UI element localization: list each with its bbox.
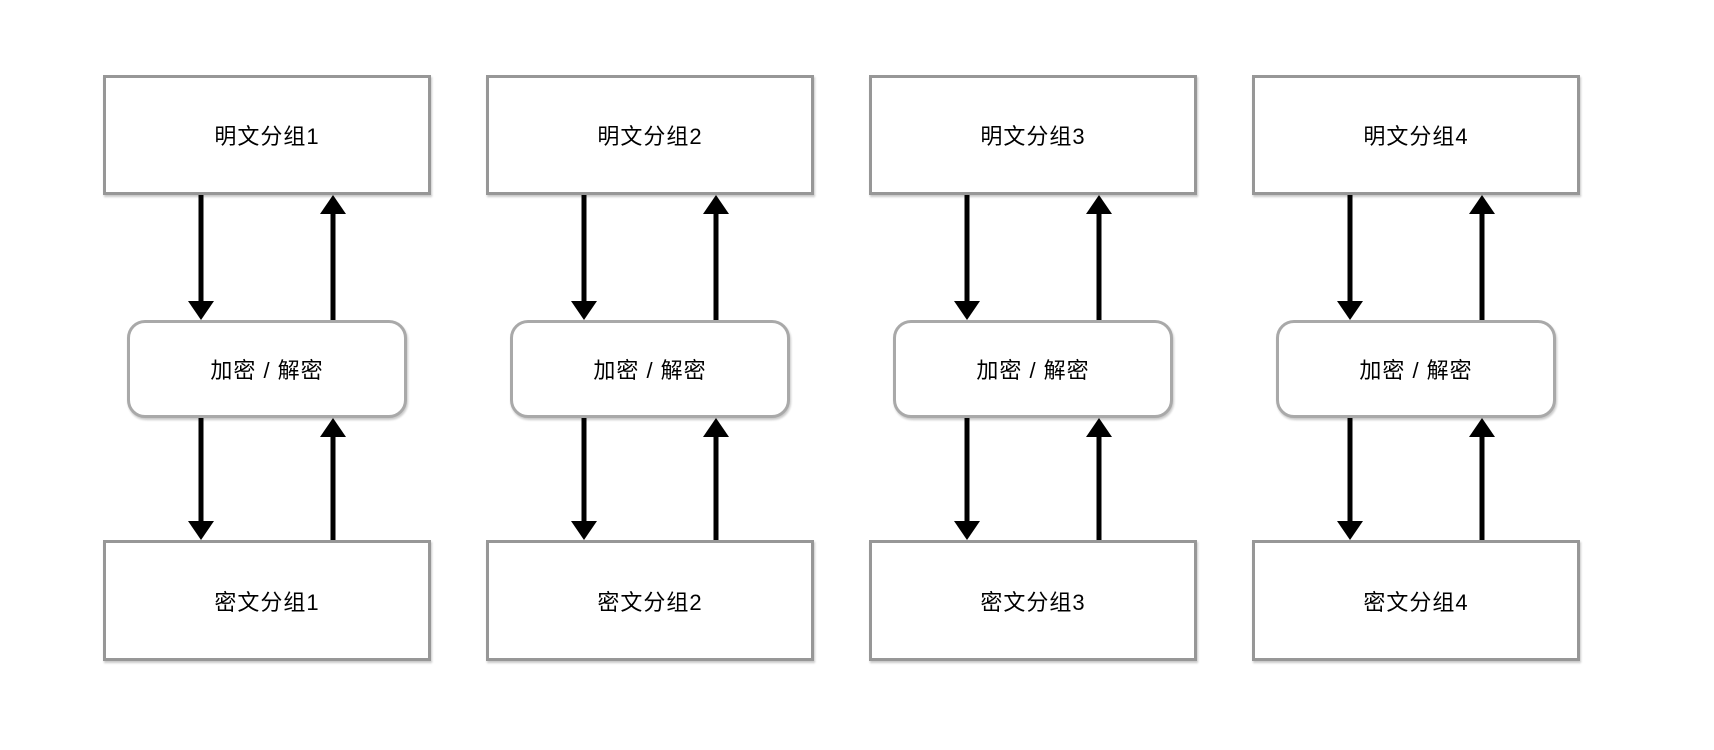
encrypt-decrypt-box: 加密 / 解密 <box>510 320 790 418</box>
arrow-pair-process-ciphertext <box>103 418 431 540</box>
arrow-shaft <box>330 210 336 320</box>
arrow-shaft <box>1347 418 1353 525</box>
up-arrow-icon <box>1085 195 1112 320</box>
arrow-shaft <box>581 195 587 305</box>
arrow-head <box>954 301 981 320</box>
up-arrow-icon <box>1468 195 1495 320</box>
arrow-shaft <box>964 195 970 305</box>
arrow-head <box>571 301 598 320</box>
plaintext-block-label: 明文分组3 <box>980 124 1086 149</box>
down-arrow-icon <box>188 195 215 320</box>
arrow-shaft <box>713 433 719 540</box>
up-arrow-icon <box>702 418 729 540</box>
ciphertext-block-label: 密文分组4 <box>1363 589 1469 615</box>
arrow-head <box>1337 301 1364 320</box>
ciphertext-block-box: 密文分组1 <box>103 540 431 661</box>
block-column-1: 明文分组1 加密 / 解密 密文分组1 <box>103 75 431 750</box>
down-arrow-icon <box>188 418 215 540</box>
arrow-shaft <box>1096 210 1102 320</box>
arrow-shaft <box>1479 433 1485 540</box>
down-arrow-icon <box>571 195 598 320</box>
arrow-head <box>1085 418 1112 437</box>
arrow-pair-process-ciphertext <box>486 418 814 540</box>
arrow-shaft <box>198 195 204 305</box>
arrow-pair-process-ciphertext <box>1252 418 1580 540</box>
arrow-shaft <box>1479 210 1485 320</box>
arrow-head <box>702 418 729 437</box>
down-arrow-icon <box>571 418 598 540</box>
up-arrow-icon <box>1468 418 1495 540</box>
arrow-pair-process-ciphertext <box>869 418 1197 540</box>
block-column-3: 明文分组3 加密 / 解密 密文分组3 <box>869 75 1197 750</box>
ciphertext-block-box: 密文分组3 <box>869 540 1197 661</box>
block-column-2: 明文分组2 加密 / 解密 密文分组2 <box>486 75 814 750</box>
arrow-head <box>188 521 215 540</box>
down-arrow-icon <box>954 195 981 320</box>
arrow-shaft <box>964 418 970 525</box>
ciphertext-block-label: 密文分组1 <box>214 589 320 615</box>
encrypt-decrypt-label: 加密 / 解密 <box>593 358 707 383</box>
arrow-shaft <box>713 210 719 320</box>
plaintext-block-box: 明文分组2 <box>486 75 814 195</box>
arrow-head <box>319 418 346 437</box>
plaintext-block-box: 明文分组4 <box>1252 75 1580 195</box>
down-arrow-icon <box>1337 418 1364 540</box>
arrow-shaft <box>330 433 336 540</box>
arrow-shaft <box>198 418 204 525</box>
up-arrow-icon <box>1085 418 1112 540</box>
arrow-head <box>571 521 598 540</box>
arrow-pair-plaintext-process <box>486 195 814 320</box>
arrow-head <box>188 301 215 320</box>
arrow-shaft <box>1347 195 1353 305</box>
encrypt-decrypt-box: 加密 / 解密 <box>893 320 1173 418</box>
encrypt-decrypt-label: 加密 / 解密 <box>210 358 324 383</box>
ciphertext-block-box: 密文分组2 <box>486 540 814 661</box>
arrow-head <box>319 195 346 214</box>
plaintext-block-label: 明文分组4 <box>1363 124 1469 149</box>
ciphertext-block-box: 密文分组4 <box>1252 540 1580 661</box>
encrypt-decrypt-label: 加密 / 解密 <box>1359 358 1473 383</box>
arrow-shaft <box>1096 433 1102 540</box>
ciphertext-block-label: 密文分组2 <box>597 589 703 615</box>
plaintext-block-label: 明文分组1 <box>214 124 320 149</box>
arrow-head <box>1085 195 1112 214</box>
plaintext-block-box: 明文分组1 <box>103 75 431 195</box>
up-arrow-icon <box>702 195 729 320</box>
arrow-head <box>1468 195 1495 214</box>
arrow-pair-plaintext-process <box>103 195 431 320</box>
down-arrow-icon <box>954 418 981 540</box>
plaintext-block-label: 明文分组2 <box>597 124 703 149</box>
arrow-head <box>1337 521 1364 540</box>
arrow-head <box>954 521 981 540</box>
arrow-head <box>702 195 729 214</box>
encrypt-decrypt-box: 加密 / 解密 <box>1276 320 1556 418</box>
down-arrow-icon <box>1337 195 1364 320</box>
up-arrow-icon <box>319 195 346 320</box>
arrow-head <box>1468 418 1495 437</box>
encrypt-decrypt-label: 加密 / 解密 <box>976 358 1090 383</box>
arrow-pair-plaintext-process <box>1252 195 1580 320</box>
block-column-4: 明文分组4 加密 / 解密 密文分组4 <box>1252 75 1580 750</box>
arrow-pair-plaintext-process <box>869 195 1197 320</box>
plaintext-block-box: 明文分组3 <box>869 75 1197 195</box>
ciphertext-block-label: 密文分组3 <box>980 589 1086 615</box>
encrypt-decrypt-box: 加密 / 解密 <box>127 320 407 418</box>
arrow-shaft <box>581 418 587 525</box>
up-arrow-icon <box>319 418 346 540</box>
